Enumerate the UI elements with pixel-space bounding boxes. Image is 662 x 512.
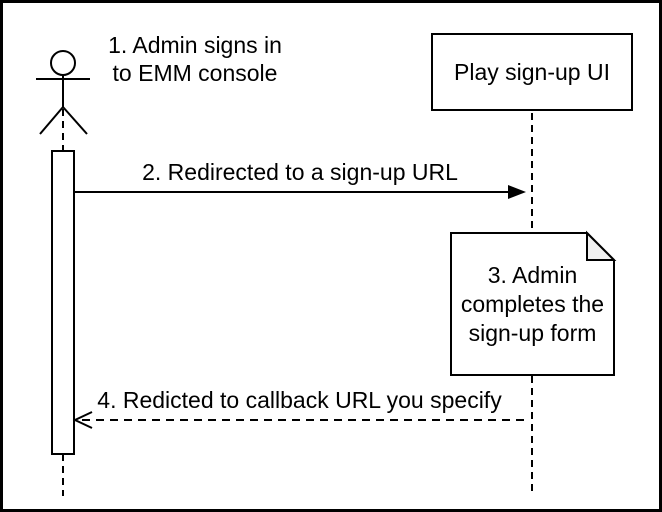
participant-box-label: Play sign-up UI (454, 58, 610, 85)
actor-leg-left (39, 106, 64, 135)
note-label: 3. Admin completes the sign-up form (460, 261, 605, 346)
actor-leg-right (62, 106, 88, 135)
message-2-label: 2. Redirected to a sign-up URL (142, 159, 458, 185)
actor-icon (36, 50, 90, 135)
activation-bar (51, 150, 75, 455)
participant-box: Play sign-up UI (431, 33, 633, 111)
actor-head (50, 50, 76, 76)
message-4-open-arrowhead-icon (72, 411, 93, 429)
message-2-arrow (74, 185, 526, 199)
note-fold-icon (586, 230, 617, 261)
message-4-arrow (72, 411, 524, 429)
message-4-label: 4. Redicted to callback URL you specify (97, 387, 502, 413)
message-2-arrowhead-icon (508, 185, 526, 199)
message-1-label: 1. Admin signs in to EMM console (108, 32, 282, 86)
diagram-graphics (36, 50, 617, 496)
note-shape (450, 230, 617, 376)
note-body (450, 232, 615, 376)
